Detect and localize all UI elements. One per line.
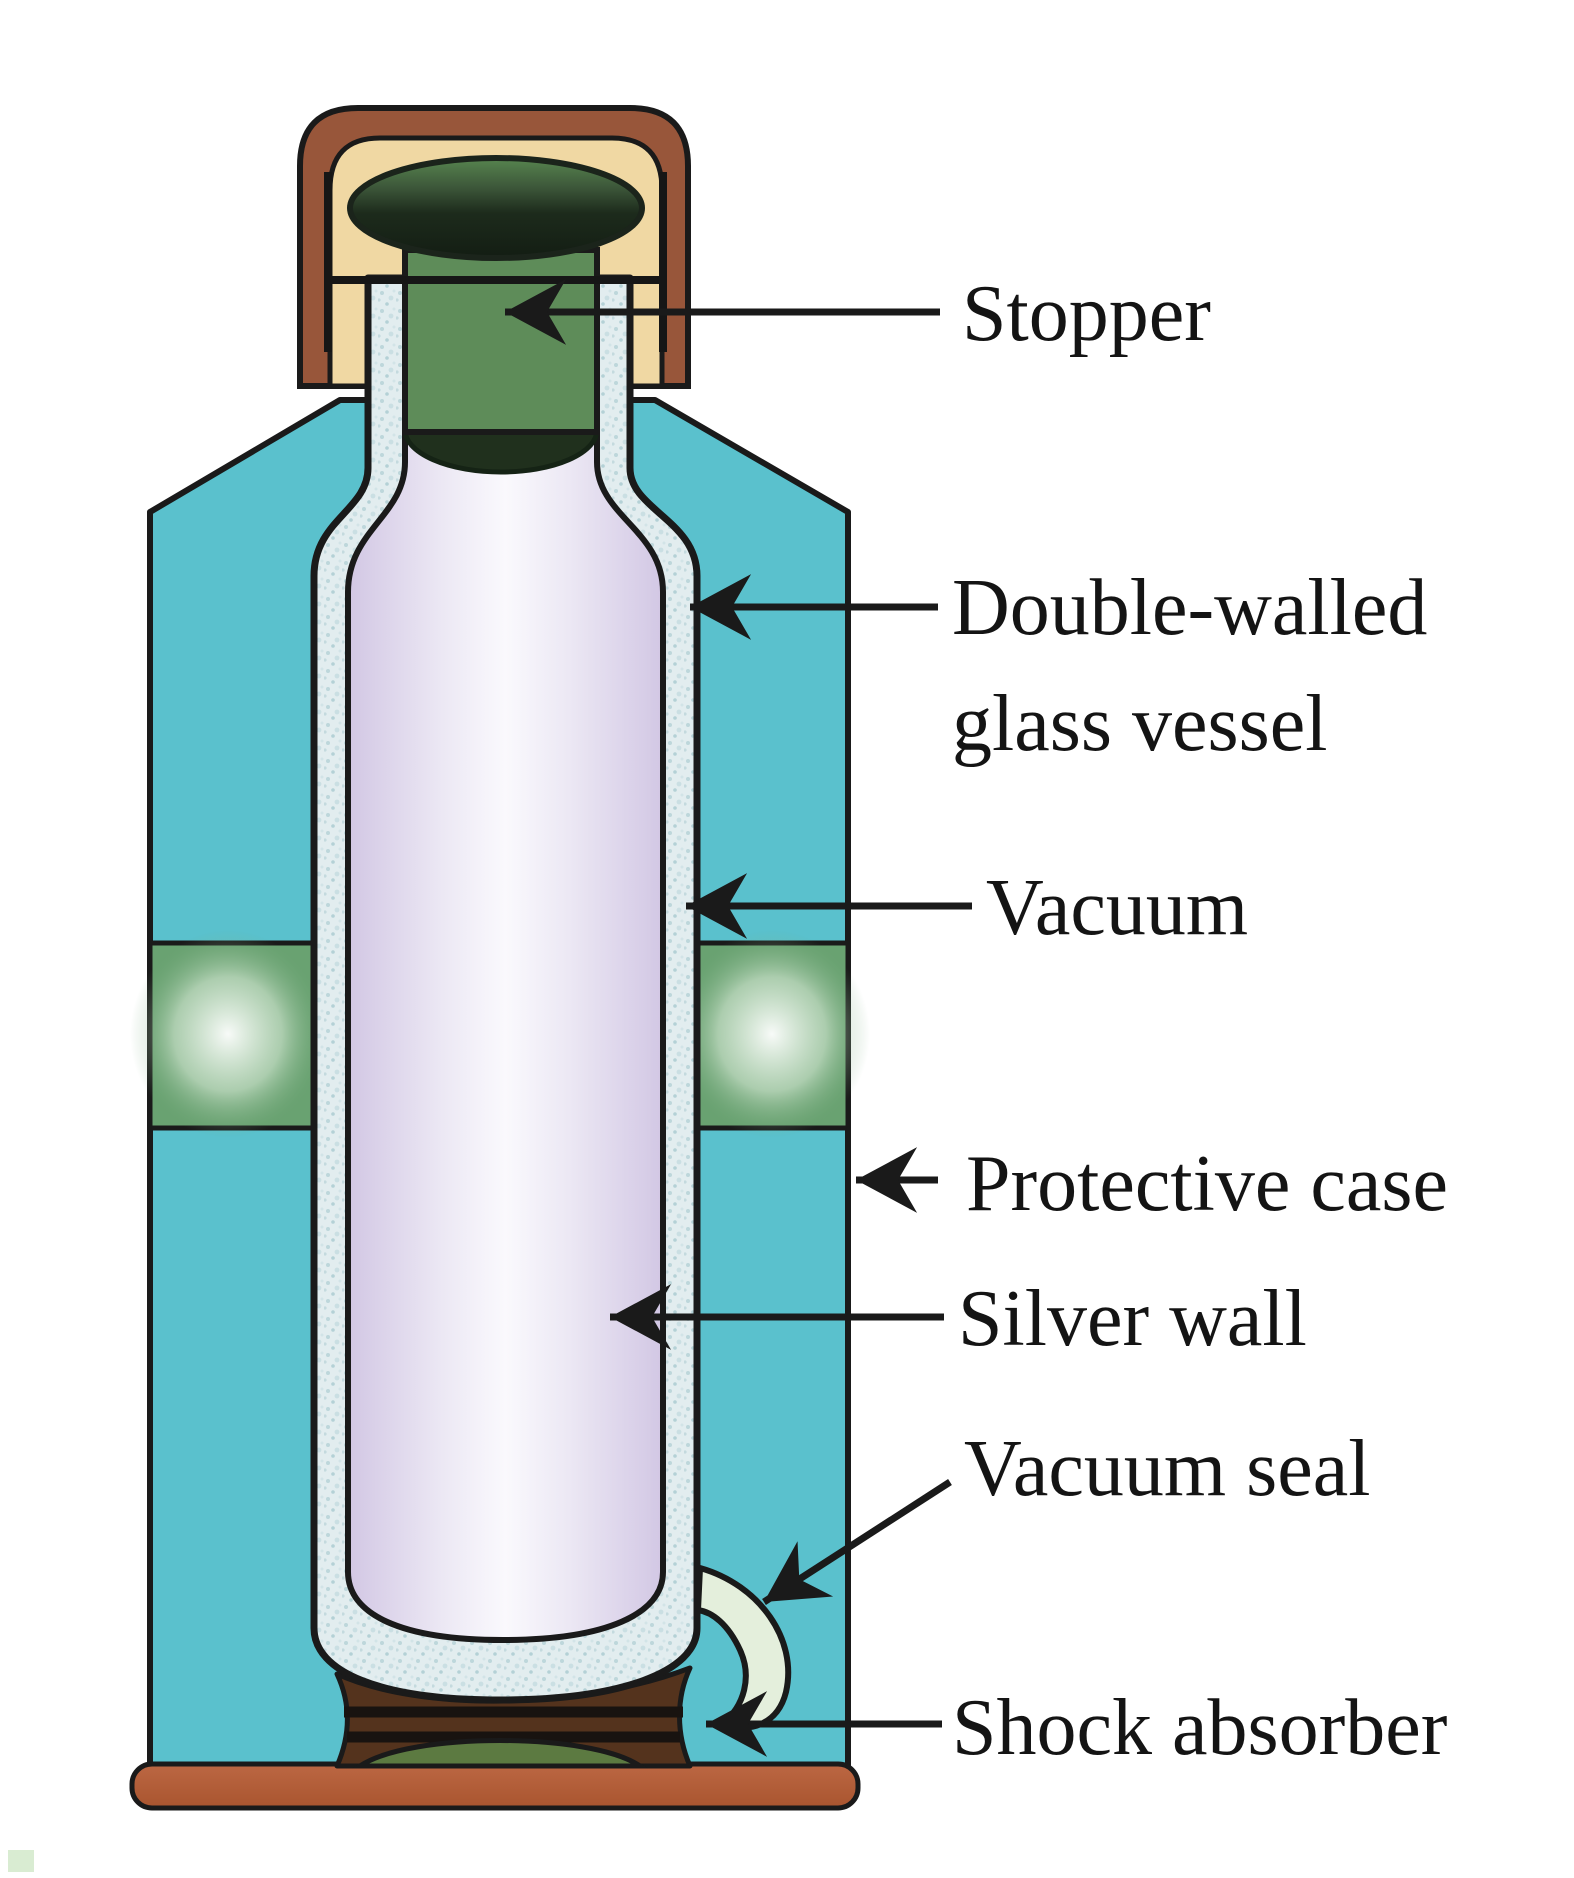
label-shock-absorber: Shock absorber bbox=[952, 1684, 1447, 1772]
leader-arrows bbox=[505, 279, 972, 1757]
vacuum-seal-arrow bbox=[762, 1479, 952, 1605]
label-vacuum-seal: Vacuum seal bbox=[964, 1425, 1371, 1513]
silver-wall-interior bbox=[345, 297, 666, 1643]
label-stopper: Stopper bbox=[962, 270, 1211, 358]
label-silver-wall: Silver wall bbox=[958, 1275, 1307, 1363]
stopper-knob bbox=[347, 155, 645, 261]
scan-artifact-square bbox=[8, 1850, 34, 1872]
base-plate bbox=[129, 1761, 861, 1811]
label-vacuum: Vacuum bbox=[986, 864, 1248, 952]
shock-absorber-cushion bbox=[351, 1738, 649, 1769]
insulation-band-glow-right bbox=[674, 930, 870, 1138]
label-double-walled-line1: Double-walled bbox=[952, 564, 1427, 652]
insulation-band-glow-left bbox=[130, 930, 326, 1138]
label-protective-case: Protective case bbox=[966, 1140, 1448, 1228]
label-double-walled-line2: glass vessel bbox=[952, 680, 1328, 768]
